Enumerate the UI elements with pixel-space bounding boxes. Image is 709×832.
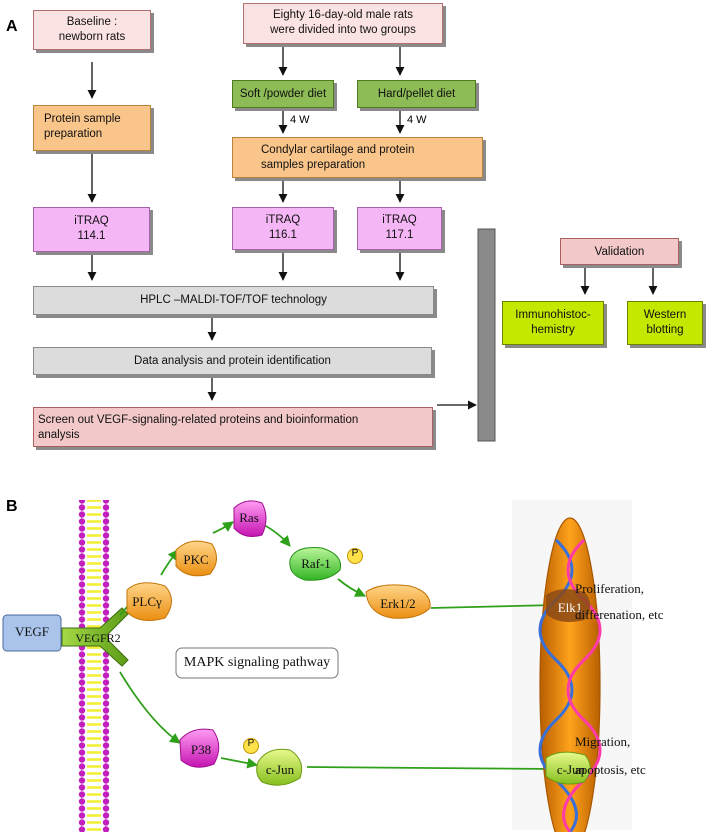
p38-shape [179, 728, 220, 768]
vegfr2-label: VEGFR2 [75, 631, 121, 645]
pkc-label: PKC [183, 552, 209, 567]
immuno-box: Immunohistoc- hemistry [502, 301, 604, 345]
panel-b-label: B [6, 498, 18, 515]
panel-a-label: A [6, 18, 18, 35]
vegf-ligand-shape [2, 614, 62, 652]
weeks-label-right: 4 W [407, 114, 427, 126]
arrow-p38-to-cjun [220, 757, 259, 769]
baseline-box: Baseline : newborn rats [33, 10, 151, 50]
weeks-label-left: 4 W [290, 114, 310, 126]
validation-box: Validation [560, 238, 679, 265]
arrow-pkc-to-ras [212, 521, 234, 534]
condylar-prep-box: Condylar cartilage and protein samples p… [232, 137, 483, 178]
screen-box: Screen out VEGF-signaling-related protei… [33, 407, 433, 447]
phosphate-p38-shape [243, 738, 259, 754]
connector-bar [477, 228, 496, 442]
phosphate-raf: P [351, 548, 359, 559]
vegfr2-receptor-shape [61, 607, 129, 667]
itraq-117-box: iTRAQ 117.1 [357, 207, 442, 250]
raf-label: Raf-1 [301, 556, 331, 571]
arrow-raf-to-erk [337, 578, 366, 597]
itraq-116-box: iTRAQ 116.1 [232, 207, 334, 250]
arrow-cjun-to-nucleus [306, 763, 558, 775]
p38-label: P38 [190, 742, 212, 757]
ras-label: Ras [239, 510, 259, 525]
cjun-shape [256, 748, 303, 786]
rats-box: Eighty 16-day-old male rats were divided… [243, 3, 443, 44]
hard-diet-box: Hard/pellet diet [357, 80, 476, 108]
cell-membrane [78, 500, 110, 832]
nucleus-shape [539, 517, 601, 832]
erk-shape [365, 584, 431, 619]
outcome-proliferation: Proliferation, differenation, etc [575, 581, 664, 622]
elk-shape [546, 589, 591, 622]
cjun-nucleus-label: c-Jun [556, 762, 586, 777]
soft-diet-box: Soft /powder diet [232, 80, 334, 108]
vegf-label: VEGF [15, 624, 49, 639]
panel-a-arrows [87, 47, 658, 442]
ras-shape [233, 500, 267, 537]
plc-shape [126, 582, 172, 621]
elk-label: Elk1 [557, 600, 583, 615]
cjun-nucleus-shape [545, 751, 591, 785]
arrow-receptor-to-p38 [119, 671, 181, 744]
protein-prep-box: Protein sample preparation [33, 105, 151, 151]
hplc-box: HPLC –MALDI-TOF/TOF technology [33, 286, 434, 315]
western-box: Western blotting [627, 301, 703, 345]
pkc-shape [175, 540, 217, 577]
erk-label: Erk1/2 [380, 596, 416, 611]
data-analysis-box: Data analysis and protein identification [33, 347, 432, 375]
arrow-erk-to-elk [430, 599, 558, 611]
pathway-label: MAPK signaling pathway [183, 655, 331, 670]
pathway-box [175, 647, 339, 679]
itraq-114-box: iTRAQ 114.1 [33, 207, 150, 252]
plc-label: PLCγ [132, 594, 162, 609]
arrow-ras-to-raf [261, 523, 291, 547]
phosphate-raf-shape [347, 548, 363, 564]
cjun-label: c-Jun [265, 762, 295, 777]
outcome-migration: Migration, apoptosis, etc [575, 734, 646, 777]
raf-shape [289, 547, 342, 581]
phosphate-p38: P [247, 738, 255, 749]
